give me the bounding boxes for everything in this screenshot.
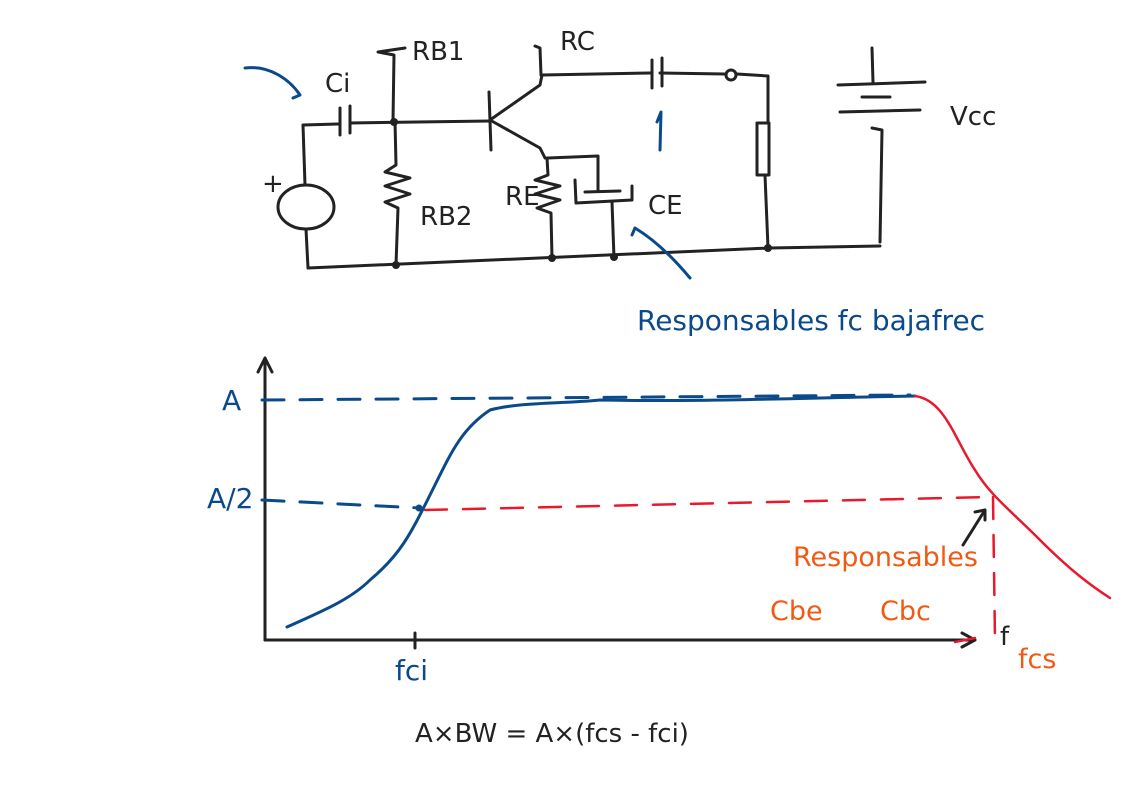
plus-label: + xyxy=(262,169,284,199)
node xyxy=(764,244,772,252)
rc-label: RC xyxy=(560,27,595,57)
amplifier-circuit: Ci RB1 RC RB2 RE CE Vcc + xyxy=(262,27,996,270)
rb2-resistor xyxy=(383,119,412,267)
load-resistor xyxy=(755,121,771,177)
rc-resistor xyxy=(533,44,543,77)
node xyxy=(548,254,556,262)
cbe-label: Cbe xyxy=(770,596,823,627)
gain-bandwidth-formula: A×BW = A×(fcs - fci) xyxy=(415,719,689,749)
rb2-label: RB2 xyxy=(420,202,472,232)
fcs-guide-line xyxy=(991,495,997,642)
wire-ground xyxy=(304,227,882,270)
f-axis-label: f xyxy=(1000,622,1010,652)
x-axis xyxy=(263,631,977,649)
arrow-to-ce xyxy=(630,226,692,280)
rb1-label: RB1 xyxy=(412,37,464,67)
a-half-label: A/2 xyxy=(207,482,253,515)
high-freq-note: Responsables xyxy=(793,542,978,573)
cbc-label: Cbc xyxy=(880,596,931,627)
a-guide-line xyxy=(260,393,912,402)
output-capacitor xyxy=(650,56,664,90)
frequency-response-graph: A A/2 fci f fcs Responsables Cbe Cbc xyxy=(207,356,1112,687)
low-freq-note: Responsables fc bajafrec xyxy=(637,304,985,337)
response-curve-high xyxy=(913,394,1112,600)
transistor xyxy=(487,73,547,160)
a-label: A xyxy=(222,384,241,417)
ci-label: Ci xyxy=(325,69,350,99)
input-capacitor xyxy=(338,104,352,137)
re-label: RE xyxy=(505,182,540,212)
ce-label: CE xyxy=(648,191,683,221)
response-curve-low xyxy=(285,394,917,629)
ce-capacitor xyxy=(573,178,634,260)
fci-label: fci xyxy=(395,654,428,687)
a-half-guide-line xyxy=(260,498,422,510)
re-resistor xyxy=(533,156,562,260)
wire-input xyxy=(301,119,492,187)
wire-collector xyxy=(540,71,770,125)
vcc-battery xyxy=(836,46,927,244)
ac-source xyxy=(276,183,336,231)
fci-point xyxy=(415,504,423,512)
arrow-to-fcs xyxy=(961,508,987,547)
axis-end-red xyxy=(953,636,977,644)
arrow-to-output-cap xyxy=(655,110,663,152)
rb1-resistor xyxy=(376,46,407,123)
vcc-label: Vcc xyxy=(950,102,996,132)
node xyxy=(392,261,400,269)
wire-emitter xyxy=(546,154,600,192)
fcs-label: fcs xyxy=(1018,644,1056,675)
wire-load xyxy=(763,173,770,250)
a-half-red-line xyxy=(423,495,992,512)
node xyxy=(390,118,398,126)
node xyxy=(610,253,618,261)
arrow-to-ci xyxy=(243,66,302,100)
output-terminal xyxy=(724,68,738,82)
